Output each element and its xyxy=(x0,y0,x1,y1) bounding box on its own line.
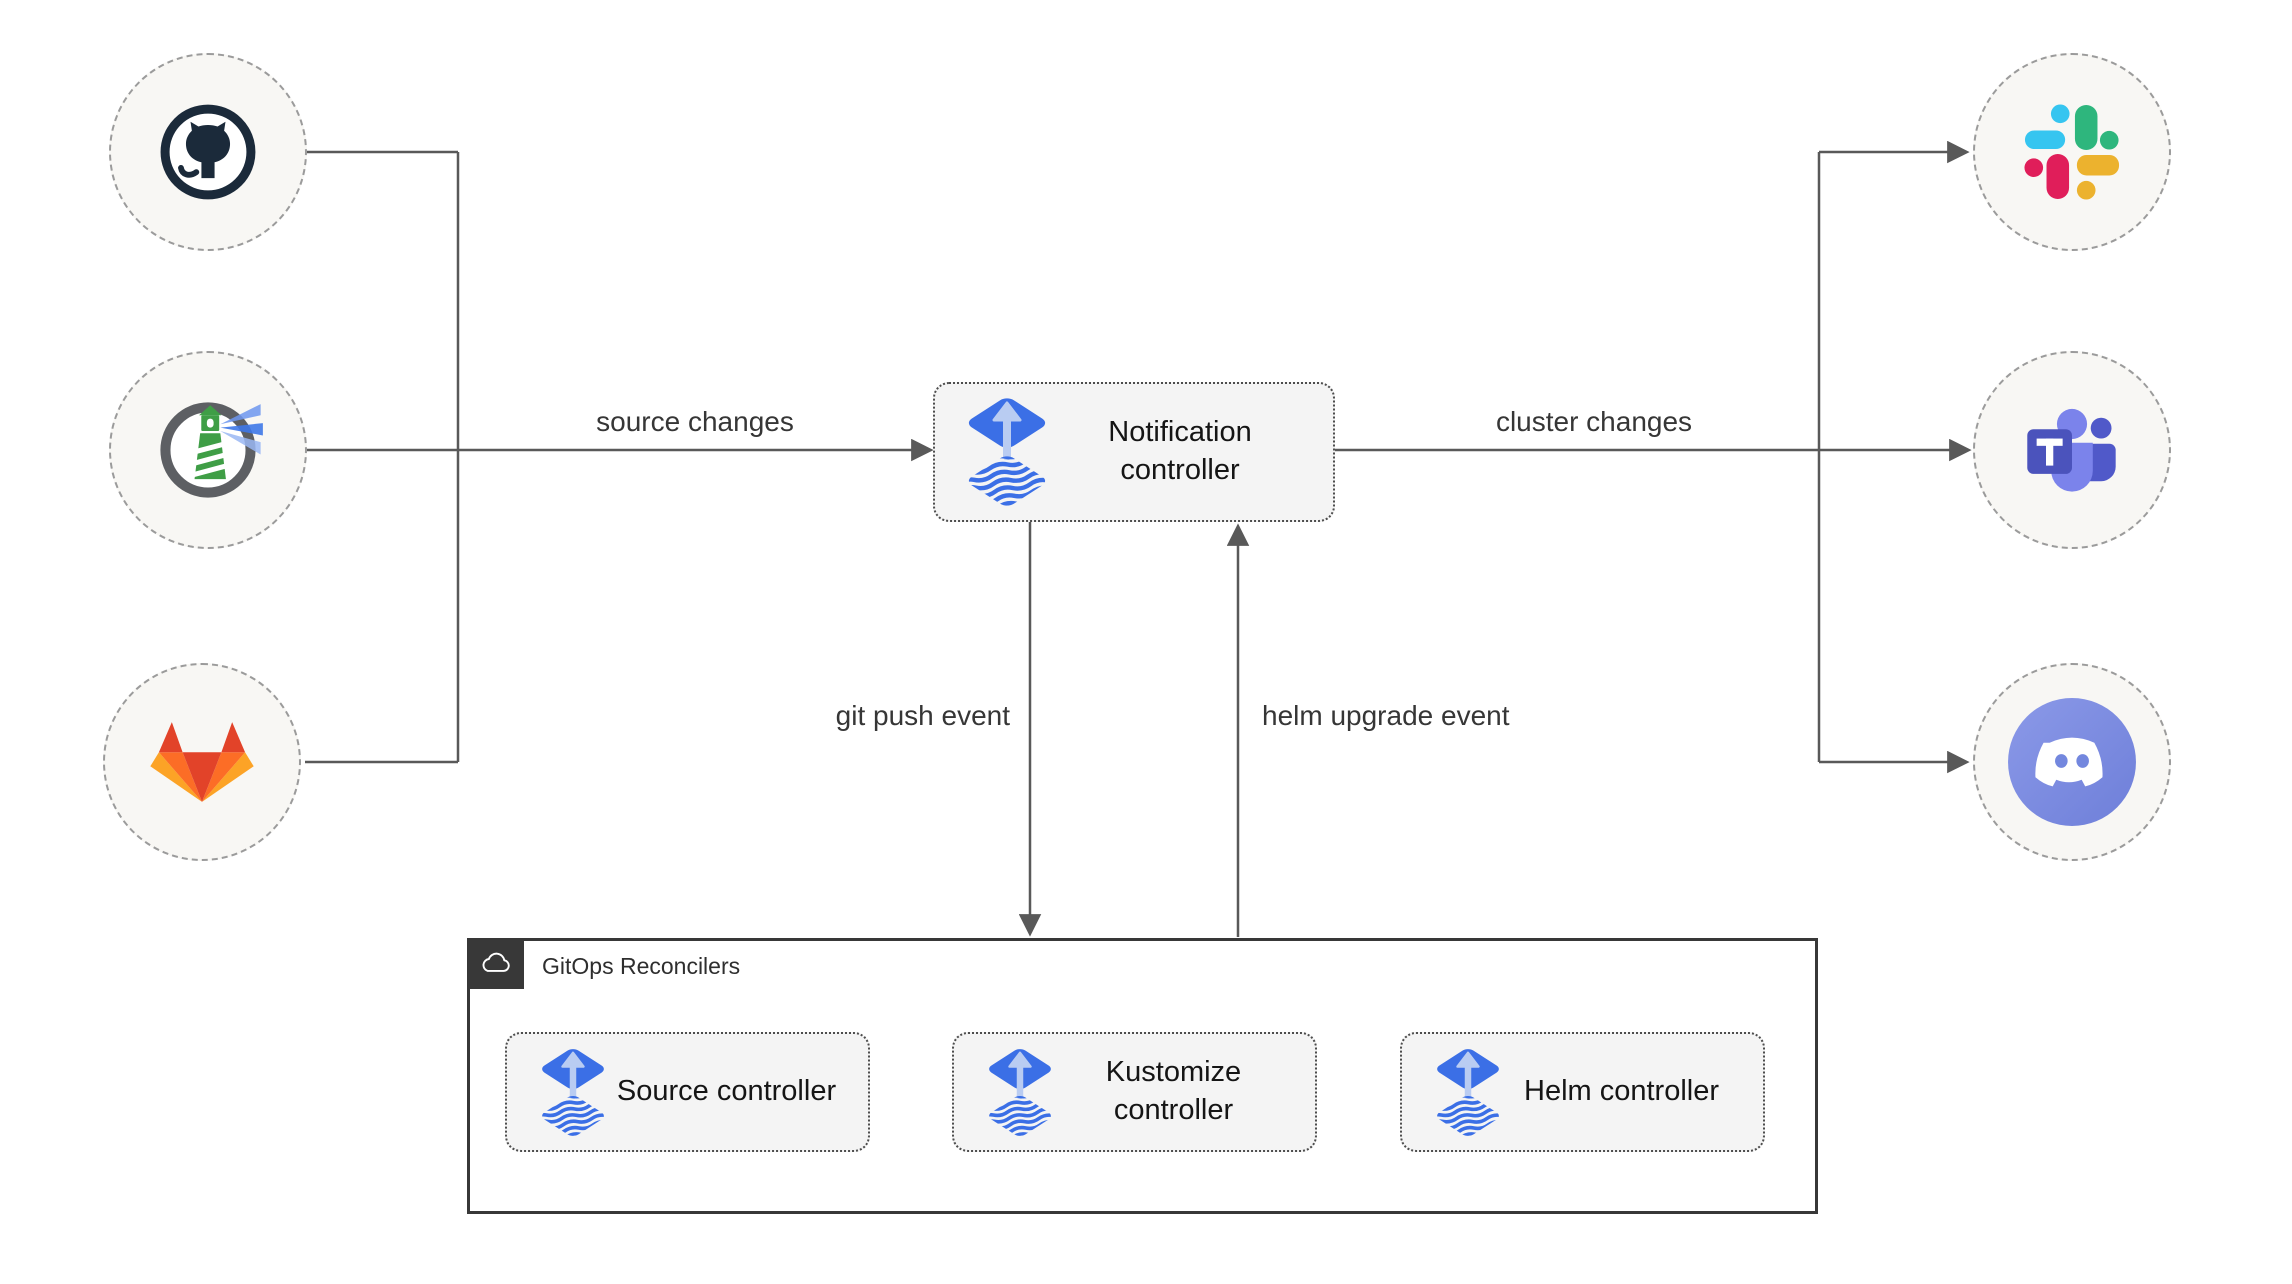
harbor-icon xyxy=(160,402,263,498)
node-helm-controller: Helm controller xyxy=(1400,1032,1765,1152)
flux-icon xyxy=(1434,1047,1502,1138)
edge-label-git-push-event: git push event xyxy=(835,700,1010,731)
node-harbor xyxy=(109,351,307,549)
flux-icon xyxy=(539,1047,607,1138)
node-discord xyxy=(1973,663,2171,861)
cloud-icon xyxy=(482,952,510,972)
node-gitlab xyxy=(103,663,301,861)
node-kustomize-controller: Kustomize controller xyxy=(952,1032,1317,1152)
node-slack xyxy=(1973,53,2171,251)
node-notification-controller: Notification controller xyxy=(933,382,1335,522)
group-title: GitOps Reconcilers xyxy=(542,953,741,979)
flux-icon xyxy=(965,396,1049,508)
group-header xyxy=(467,938,524,989)
node-label: Source controller xyxy=(616,1075,837,1108)
slack-icon xyxy=(2024,104,2120,200)
edge-label-source-changes: source changes xyxy=(596,406,794,437)
github-icon xyxy=(160,104,256,200)
node-label: Kustomize controller xyxy=(1105,1056,1242,1126)
node-label: Notification controller xyxy=(1108,416,1252,486)
node-teams xyxy=(1973,351,2171,549)
edge-label-cluster-changes: cluster changes xyxy=(1495,406,1693,437)
teams-icon xyxy=(2027,408,2116,492)
node-source-controller: Source controller xyxy=(505,1032,870,1152)
gitlab-icon xyxy=(150,722,254,802)
discord-icon xyxy=(2008,698,2136,826)
edge-label-helm-upgrade-event: helm upgrade event xyxy=(1262,700,1510,731)
flux-icon xyxy=(986,1047,1054,1138)
node-github xyxy=(109,53,307,251)
node-label: Helm controller xyxy=(1524,1075,1719,1108)
